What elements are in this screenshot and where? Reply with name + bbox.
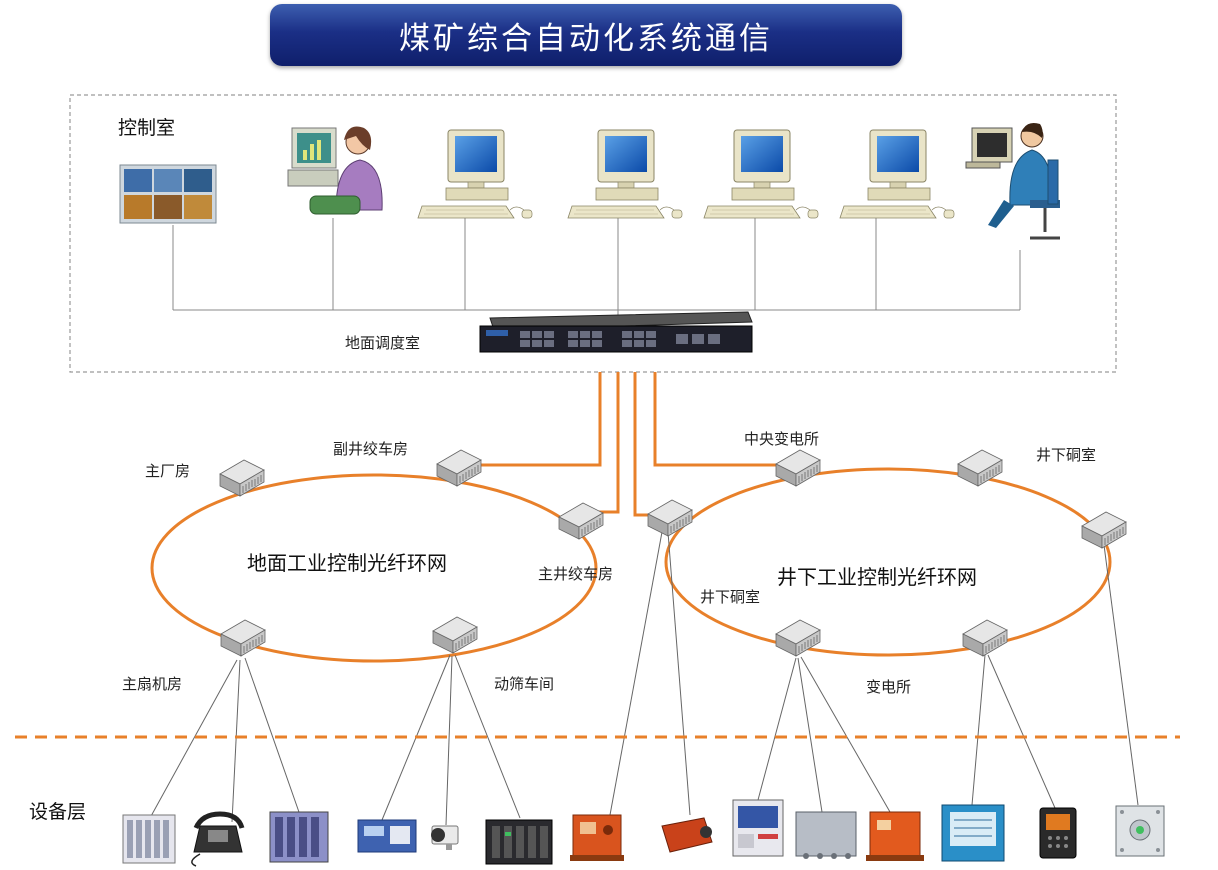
- device-layer-label: 设备层: [29, 801, 87, 823]
- switch-main-plant-icon: [219, 459, 265, 497]
- surface-ring: [150, 473, 598, 663]
- device-explosion-proof-camera-icon: [661, 817, 713, 853]
- fiber-trunks: [470, 372, 790, 517]
- node-label: 井下硐室: [1036, 446, 1097, 464]
- device-camera-icon: [431, 825, 459, 850]
- workstation-icon: [703, 129, 819, 219]
- node-label: 井下硐室: [700, 588, 761, 606]
- switch-fan-room-icon: [220, 619, 266, 657]
- workstation-icon: [839, 129, 955, 219]
- switch-main-hoist-icon: [558, 502, 604, 540]
- diagram-title: 煤矿综合自动化系统通信: [399, 20, 773, 57]
- device-display-cabinet-icon: [941, 804, 1005, 862]
- node-label: 中央变电所: [744, 430, 820, 448]
- node-label: 主厂房: [145, 462, 191, 480]
- operator-woman-icon: [287, 126, 383, 215]
- device-junction-box-icon: [795, 811, 857, 859]
- device-explosion-proof-box-icon: [570, 814, 624, 861]
- device-monitor-panel-icon: [732, 799, 784, 857]
- video-wall-icon: [119, 164, 217, 224]
- node-label: 主井绞车房: [538, 565, 614, 583]
- switch-jig-workshop-icon: [432, 616, 478, 654]
- node-label: 主扇机房: [122, 675, 183, 693]
- control-room-label: 控制室: [118, 117, 176, 139]
- device-plc-chassis-icon: [485, 819, 553, 865]
- switch-ug-chamber-icon: [647, 499, 693, 537]
- node-label: 副井绞车房: [333, 440, 409, 458]
- device-controller-icon: [357, 819, 417, 853]
- control-bus: [172, 218, 1021, 325]
- device-mine-phone-icon: [1039, 807, 1077, 859]
- device-sensor-box-icon: [1115, 805, 1165, 857]
- dispatch-room-label: 地面调度室: [345, 334, 421, 352]
- control-room-frame: [69, 94, 1117, 373]
- workstation-icon: [417, 129, 533, 219]
- node-label: 动筛车间: [494, 675, 555, 693]
- workstation-icon: [567, 129, 683, 219]
- device-io-module-icon: [269, 811, 329, 863]
- device-telephone-icon: [191, 811, 245, 867]
- node-label: 变电所: [866, 678, 912, 696]
- title-banner: 煤矿综合自动化系统通信: [270, 4, 902, 66]
- underground-ring: [664, 467, 1112, 657]
- operator-man-icon: [965, 123, 1060, 240]
- underground-ring-label: 井下工业控制光纤环网: [777, 565, 977, 589]
- device-drops: [149, 531, 1139, 826]
- switch-substation-icon: [962, 619, 1008, 657]
- core-switch-icon: [479, 311, 753, 353]
- switch-ug-east-icon: [1081, 511, 1127, 549]
- surface-ring-label: 地面工业控制光纤环网: [247, 551, 447, 575]
- device-switchgear-icon: [866, 811, 924, 861]
- device-plc-rack-icon: [122, 814, 176, 864]
